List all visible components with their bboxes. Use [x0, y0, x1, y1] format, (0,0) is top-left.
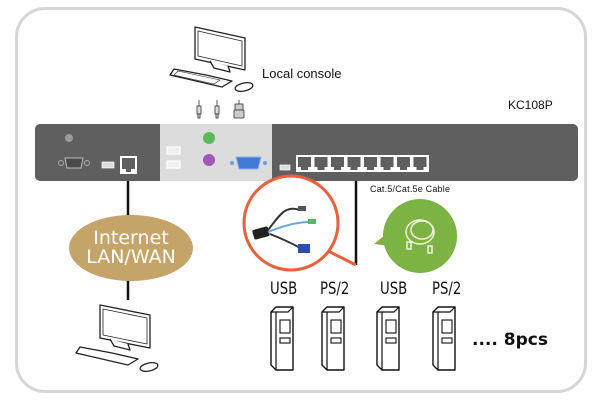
network-label: Internet LAN/WAN: [70, 229, 192, 267]
vga-plug-icon: [233, 100, 245, 119]
keyboard-icon: [75, 346, 139, 366]
network-label-line1: Internet: [93, 227, 169, 249]
cable-callout: [374, 199, 457, 273]
model-label: KC108P: [508, 98, 553, 112]
console-usb-port-icon: [166, 160, 181, 169]
server-tower-icon: [270, 306, 294, 371]
kvm-adapter-icon: [252, 206, 316, 253]
network-cloud: [69, 215, 193, 281]
kvm-ports: [298, 157, 427, 170]
kvm-port-strip: [296, 155, 429, 172]
server-tower-icon: [432, 306, 456, 371]
rj45-port-icon: [298, 157, 311, 170]
server-count-label: .... 8pcs: [472, 330, 548, 350]
server-port-label: PS/2: [320, 279, 350, 299]
serial-port-icon: [58, 157, 90, 169]
cable-coil-icon: [405, 219, 435, 254]
server-port-label: USB: [380, 279, 408, 299]
rj45-port-icon: [413, 157, 427, 170]
rj45-port-icon: [380, 157, 394, 170]
console-usb-port-icon: [166, 146, 181, 155]
cable-label: Cat.5/Cat.5e Cable: [370, 184, 451, 194]
remote-computer-icon: [75, 304, 159, 372]
local-console-computer-icon: [169, 26, 254, 92]
ps2-mouse-port-icon: [203, 132, 215, 144]
rj45-port-icon: [397, 157, 410, 170]
server-port-label: USB: [270, 279, 298, 299]
rj45-port-icon: [347, 157, 361, 170]
monitor-icon: [99, 304, 151, 349]
diagram-frame: [15, 7, 587, 393]
keyboard-icon: [169, 68, 233, 88]
ps2-keyboard-port-icon: [203, 154, 215, 166]
server-tower-icon: [321, 306, 345, 371]
rj45-port-icon: [331, 157, 344, 170]
power-jack-icon: [65, 134, 73, 142]
server-port-label: PS/2: [432, 279, 462, 299]
mouse-icon: [139, 362, 159, 372]
kvm-adapter-callout: [242, 174, 357, 272]
rj45-port-icon: [364, 157, 377, 170]
usb-port-icon: [279, 164, 291, 171]
server-tower-icon: [376, 306, 400, 371]
server-group: [270, 306, 456, 371]
vga-port-icon: [230, 156, 267, 170]
kvm-device: [35, 124, 578, 181]
local-console-label: Local console: [262, 66, 342, 81]
rj45-port-icon: [314, 157, 328, 170]
mouse-icon: [234, 82, 254, 92]
usb-plug-icon: [196, 100, 220, 119]
network-label-line2: LAN/WAN: [86, 246, 176, 268]
rj45-port-icon: [120, 156, 137, 174]
monitor-icon: [194, 26, 246, 73]
usb-port-icon: [101, 161, 115, 169]
